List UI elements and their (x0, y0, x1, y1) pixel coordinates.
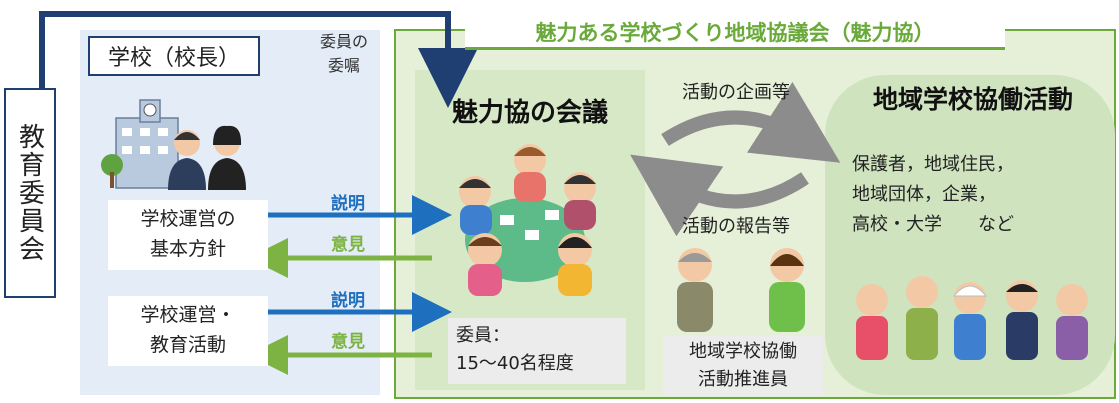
members-label: 委員： 15〜40名程度 (456, 325, 574, 374)
school-operations-box: 学校運営・ 教育活動 (108, 296, 268, 366)
appointment-arrow (39, 11, 478, 108)
members-box: 委員： 15〜40名程度 (448, 318, 626, 384)
promoter-box: 地域学校協働 活動推進員 (663, 336, 823, 396)
school-title-box: 学校（校長） (88, 36, 260, 76)
cycle-arrow-lower (630, 154, 809, 237)
school-policy-box: 学校運営の 基本方針 (108, 200, 268, 270)
explain-label-2: 説明 (331, 291, 365, 311)
school-title: 学校（校長） (107, 46, 240, 71)
promoter-illustration (677, 248, 805, 332)
cycle-arrow-upper (661, 81, 841, 163)
community-participants: 保護者，地域住民， 地域団体，企業， 高校・大学 など (852, 154, 1014, 235)
meeting-illustration (459, 144, 596, 296)
report-label: 活動の報告等 (682, 216, 790, 237)
board-of-education-box: 教育委員会 (4, 88, 56, 298)
board-of-education-label: 教育委員会 (14, 123, 45, 263)
council-banner-text: 魅力ある学校づくり地域協議会（魅力協） (535, 21, 935, 45)
community-people-illustration (856, 276, 1088, 360)
principal-figures (168, 125, 246, 190)
opinion-label-1: 意見 (331, 235, 365, 255)
meeting-title: 魅力協の会議 (451, 98, 608, 128)
community-title: 地域学校協働活動 (872, 85, 1073, 114)
explain-label-1: 説明 (331, 194, 365, 214)
council-banner: 魅力ある学校づくり地域協議会（魅力協） (465, 18, 1005, 50)
school-building-icon (101, 99, 179, 189)
opinion-label-2: 意見 (331, 332, 365, 352)
appointment-label: 委員の 委嘱 (319, 32, 368, 75)
plan-label: 活動の企画等 (682, 82, 790, 103)
community-panel (825, 75, 1115, 395)
promoter-text: 地域学校協働 活動推進員 (689, 341, 797, 390)
